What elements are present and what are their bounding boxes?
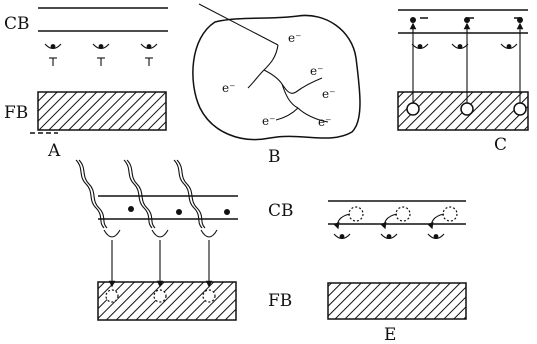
panel-d (75, 159, 238, 321)
panel-b-electron-track (247, 44, 329, 123)
panel-b-electron-1: e⁻ (288, 31, 301, 45)
panel-e: E (327, 200, 467, 344)
panel-d-filled-band (97, 281, 237, 321)
panel-d-photon-1 (75, 159, 105, 229)
panel-d-electron-3 (224, 209, 230, 215)
panel-c-transition-3 (500, 17, 527, 116)
panel-d-trap-3 (200, 229, 218, 238)
panel-a-trap-3 (140, 43, 158, 66)
panel-d-electron-2 (176, 209, 182, 215)
panel-b-electron-6: e⁻ (318, 115, 331, 129)
panel-d-photon-3 (173, 159, 203, 229)
panel-a-trap-1 (44, 43, 62, 66)
panel-a-label: A (47, 141, 61, 161)
panel-d-cb-label: CB (268, 201, 294, 221)
panel-c: C (397, 9, 529, 155)
panel-b-incident-particle (198, 3, 279, 46)
panel-b-electron-4: e⁻ (262, 114, 275, 128)
panel-d-electron-1 (128, 206, 134, 212)
panel-c-transition-1 (406, 17, 429, 116)
panel-d-trap-1 (103, 229, 121, 238)
panel-e-trap-3 (427, 233, 445, 240)
panel-d-trap-2 (151, 229, 169, 238)
panel-b-electron-5: e⁻ (322, 87, 335, 101)
panel-e-label: E (384, 325, 396, 344)
panel-e-trap-1 (333, 233, 351, 240)
panel-b-label: B (268, 147, 281, 167)
panel-a-cb-label: CB (4, 14, 30, 34)
panel-a-fb-label: FB (4, 103, 28, 123)
panel-b-electron-3: e⁻ (310, 64, 323, 78)
panel-d-fb-label: FB (268, 291, 292, 311)
panel-a: CB FB A (4, 7, 168, 161)
panel-e-trap-2 (380, 233, 398, 240)
panel-a-trap-2 (92, 43, 110, 66)
panel-b-electron-2: e⁻ (222, 81, 235, 95)
panel-b-crystal-outline (192, 14, 361, 141)
panel-e-filled-band (327, 282, 467, 320)
panel-b: e⁻ e⁻ e⁻ e⁻ e⁻ e⁻ B (192, 3, 361, 167)
panel-c-transition-2 (451, 17, 474, 116)
panel-a-filled-band (37, 91, 167, 131)
panel-c-label: C (494, 135, 507, 155)
panel-d-photon-2 (123, 159, 153, 229)
